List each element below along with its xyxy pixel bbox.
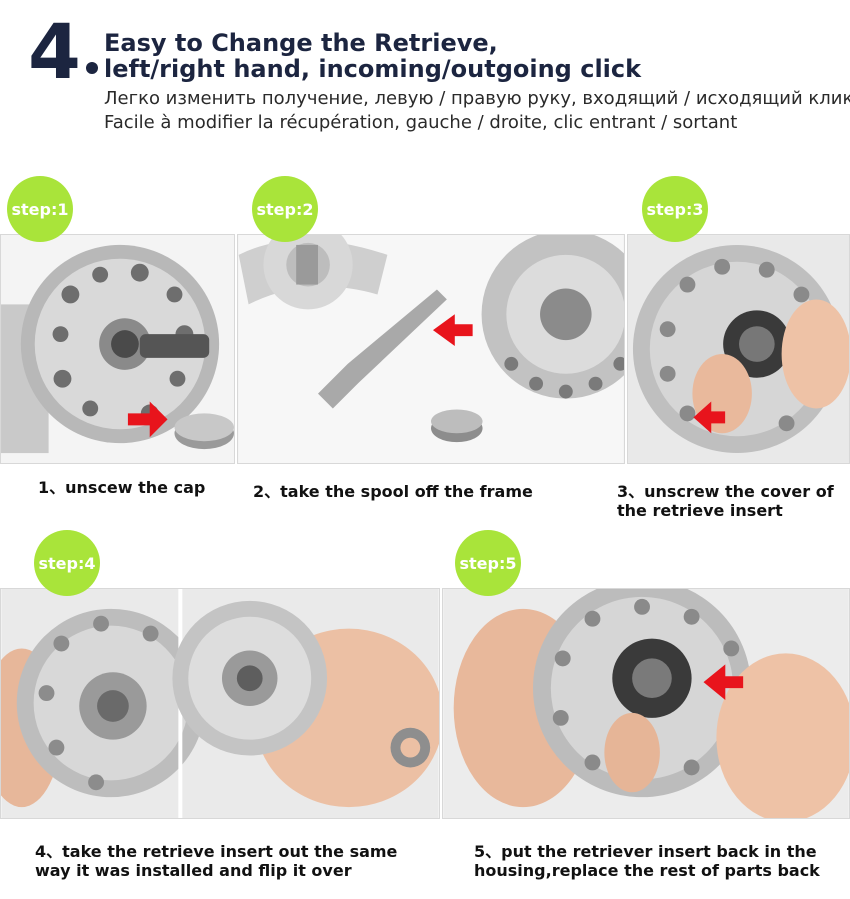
step-2-badge: step:2 bbox=[252, 176, 318, 242]
section-number: 4 bbox=[28, 7, 81, 96]
section-title: Easy to Change the Retrieve, left/right … bbox=[104, 30, 641, 82]
subtitle-russian: Легко изменить получение, левую / правую… bbox=[104, 88, 850, 109]
step-3-caption-line-1: 3、unscrew the cover of bbox=[617, 482, 834, 501]
reinsert-retriever-illustration bbox=[443, 589, 849, 818]
step-5-caption-line-2: housing,replace the rest of parts back bbox=[474, 861, 820, 880]
arrow-icon bbox=[127, 401, 168, 438]
title-line-2: left/right hand, incoming/outgoing click bbox=[104, 55, 642, 83]
spool-off-frame-illustration bbox=[238, 235, 624, 463]
step-3-caption-line-2: the retrieve insert bbox=[617, 501, 783, 520]
title-line-1: Easy to Change the Retrieve, bbox=[104, 29, 498, 57]
arrow-icon bbox=[703, 664, 744, 701]
step-4-caption-line-1: 4、take the retrieve insert out the same bbox=[35, 842, 398, 861]
step-5-caption-line-1: 5、put the retriever insert back in the bbox=[474, 842, 817, 861]
step-5-photo bbox=[442, 588, 850, 819]
arrow-icon bbox=[432, 314, 473, 347]
step-1-badge: step:1 bbox=[7, 176, 73, 242]
step-3-badge: step:3 bbox=[642, 176, 708, 242]
step-4-caption: 4、take the retrieve insert out the same … bbox=[35, 842, 397, 880]
step-4-photo bbox=[0, 588, 440, 819]
step-5-badge: step:5 bbox=[455, 530, 521, 596]
step-1-photo bbox=[0, 234, 235, 464]
section-number-dot bbox=[86, 62, 98, 74]
step-2-photo bbox=[237, 234, 625, 464]
step-3-photo bbox=[627, 234, 850, 464]
unscrew-cover-illustration bbox=[628, 235, 849, 463]
step-4-badge: step:4 bbox=[34, 530, 100, 596]
retrieve-insert-flip-illustration bbox=[1, 589, 439, 818]
step-3-caption: 3、unscrew the cover of the retrieve inse… bbox=[617, 482, 834, 520]
step-5-caption: 5、put the retriever insert back in the h… bbox=[474, 842, 820, 880]
subtitle-french: Facile à modifier la récupération, gauch… bbox=[104, 112, 738, 133]
step-1-caption: 1、unscew the cap bbox=[38, 478, 206, 497]
arrow-icon bbox=[693, 401, 726, 434]
step-4-caption-line-2: way it was installed and flip it over bbox=[35, 861, 352, 880]
step-2-caption: 2、take the spool off the frame bbox=[253, 482, 533, 501]
reel-unscrew-cap-illustration bbox=[1, 235, 234, 463]
